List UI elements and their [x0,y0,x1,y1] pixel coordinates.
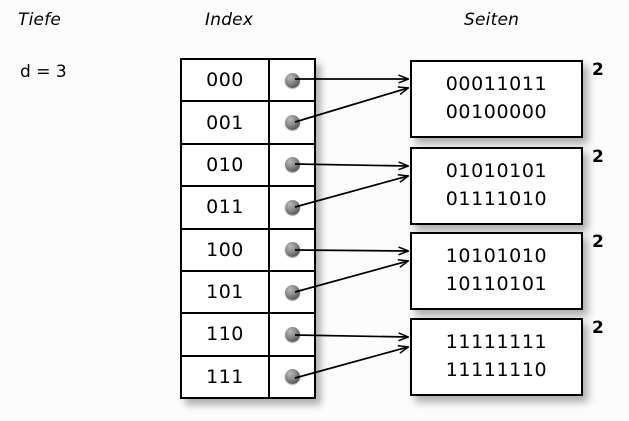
index-table: 000 001 010 011 100 [180,58,316,399]
page-record-count: 2 [592,232,604,252]
pointer-dot-icon [284,72,300,88]
index-row[interactable]: 100 [182,229,314,272]
pointer-dot-icon [284,369,300,385]
page-record: 00100000 [445,101,548,123]
pointer-dot-icon [284,242,300,258]
page-record-count: 2 [592,318,604,338]
index-key: 100 [182,229,270,270]
page-record-count: 2 [592,147,604,167]
page-record: 01111010 [445,188,548,210]
index-key: 101 [182,271,270,313]
index-row[interactable]: 001 [182,102,314,145]
index-row[interactable]: 101 [182,271,314,315]
index-row[interactable]: 011 [182,187,314,230]
pointer-dot-icon [284,284,300,300]
page-record: 01010101 [445,160,548,183]
index-row[interactable]: 110 [182,314,314,357]
page-record: 10101010 [445,245,548,268]
page-box: 01010101 01111010 [410,147,583,225]
page-record: 11111111 [445,331,548,354]
index-pointer-cell[interactable] [270,272,314,312]
index-pointer-cell[interactable] [270,145,314,185]
index-key: 000 [182,60,270,101]
page-box: 00011011 00100000 [410,60,583,138]
index-row[interactable]: 111 [182,356,314,397]
index-pointer-cell[interactable] [270,187,314,227]
page-box: 11111111 11111110 [410,318,583,396]
index-key: 110 [182,314,270,355]
index-row[interactable]: 010 [182,144,314,188]
depth-value-label: d = 3 [20,62,67,82]
pointer-dot-icon [284,115,300,131]
page-record: 00011011 [445,73,548,96]
index-key: 010 [182,144,270,186]
index-pointer-cell[interactable] [270,102,314,142]
index-pointer-cell[interactable] [270,60,314,100]
page-record: 10110101 [445,273,548,295]
page-record-count: 2 [592,60,604,80]
index-pointer-cell[interactable] [270,230,314,270]
pointer-dot-icon [284,199,300,215]
pointer-dot-icon [284,326,300,342]
index-pointer-cell[interactable] [270,357,314,397]
pointer-dot-icon [284,157,300,173]
column-heading-depth: Tiefe [18,10,62,30]
index-pointer-cell[interactable] [270,314,314,354]
index-key: 111 [182,356,270,397]
page-box: 10101010 10110101 [410,232,583,310]
index-key: 001 [182,102,270,143]
index-key: 011 [182,187,270,228]
column-heading-index: Index [205,10,254,30]
page-record: 11111110 [445,359,548,381]
column-heading-pages: Seiten [464,10,520,30]
index-row[interactable]: 000 [182,60,314,103]
